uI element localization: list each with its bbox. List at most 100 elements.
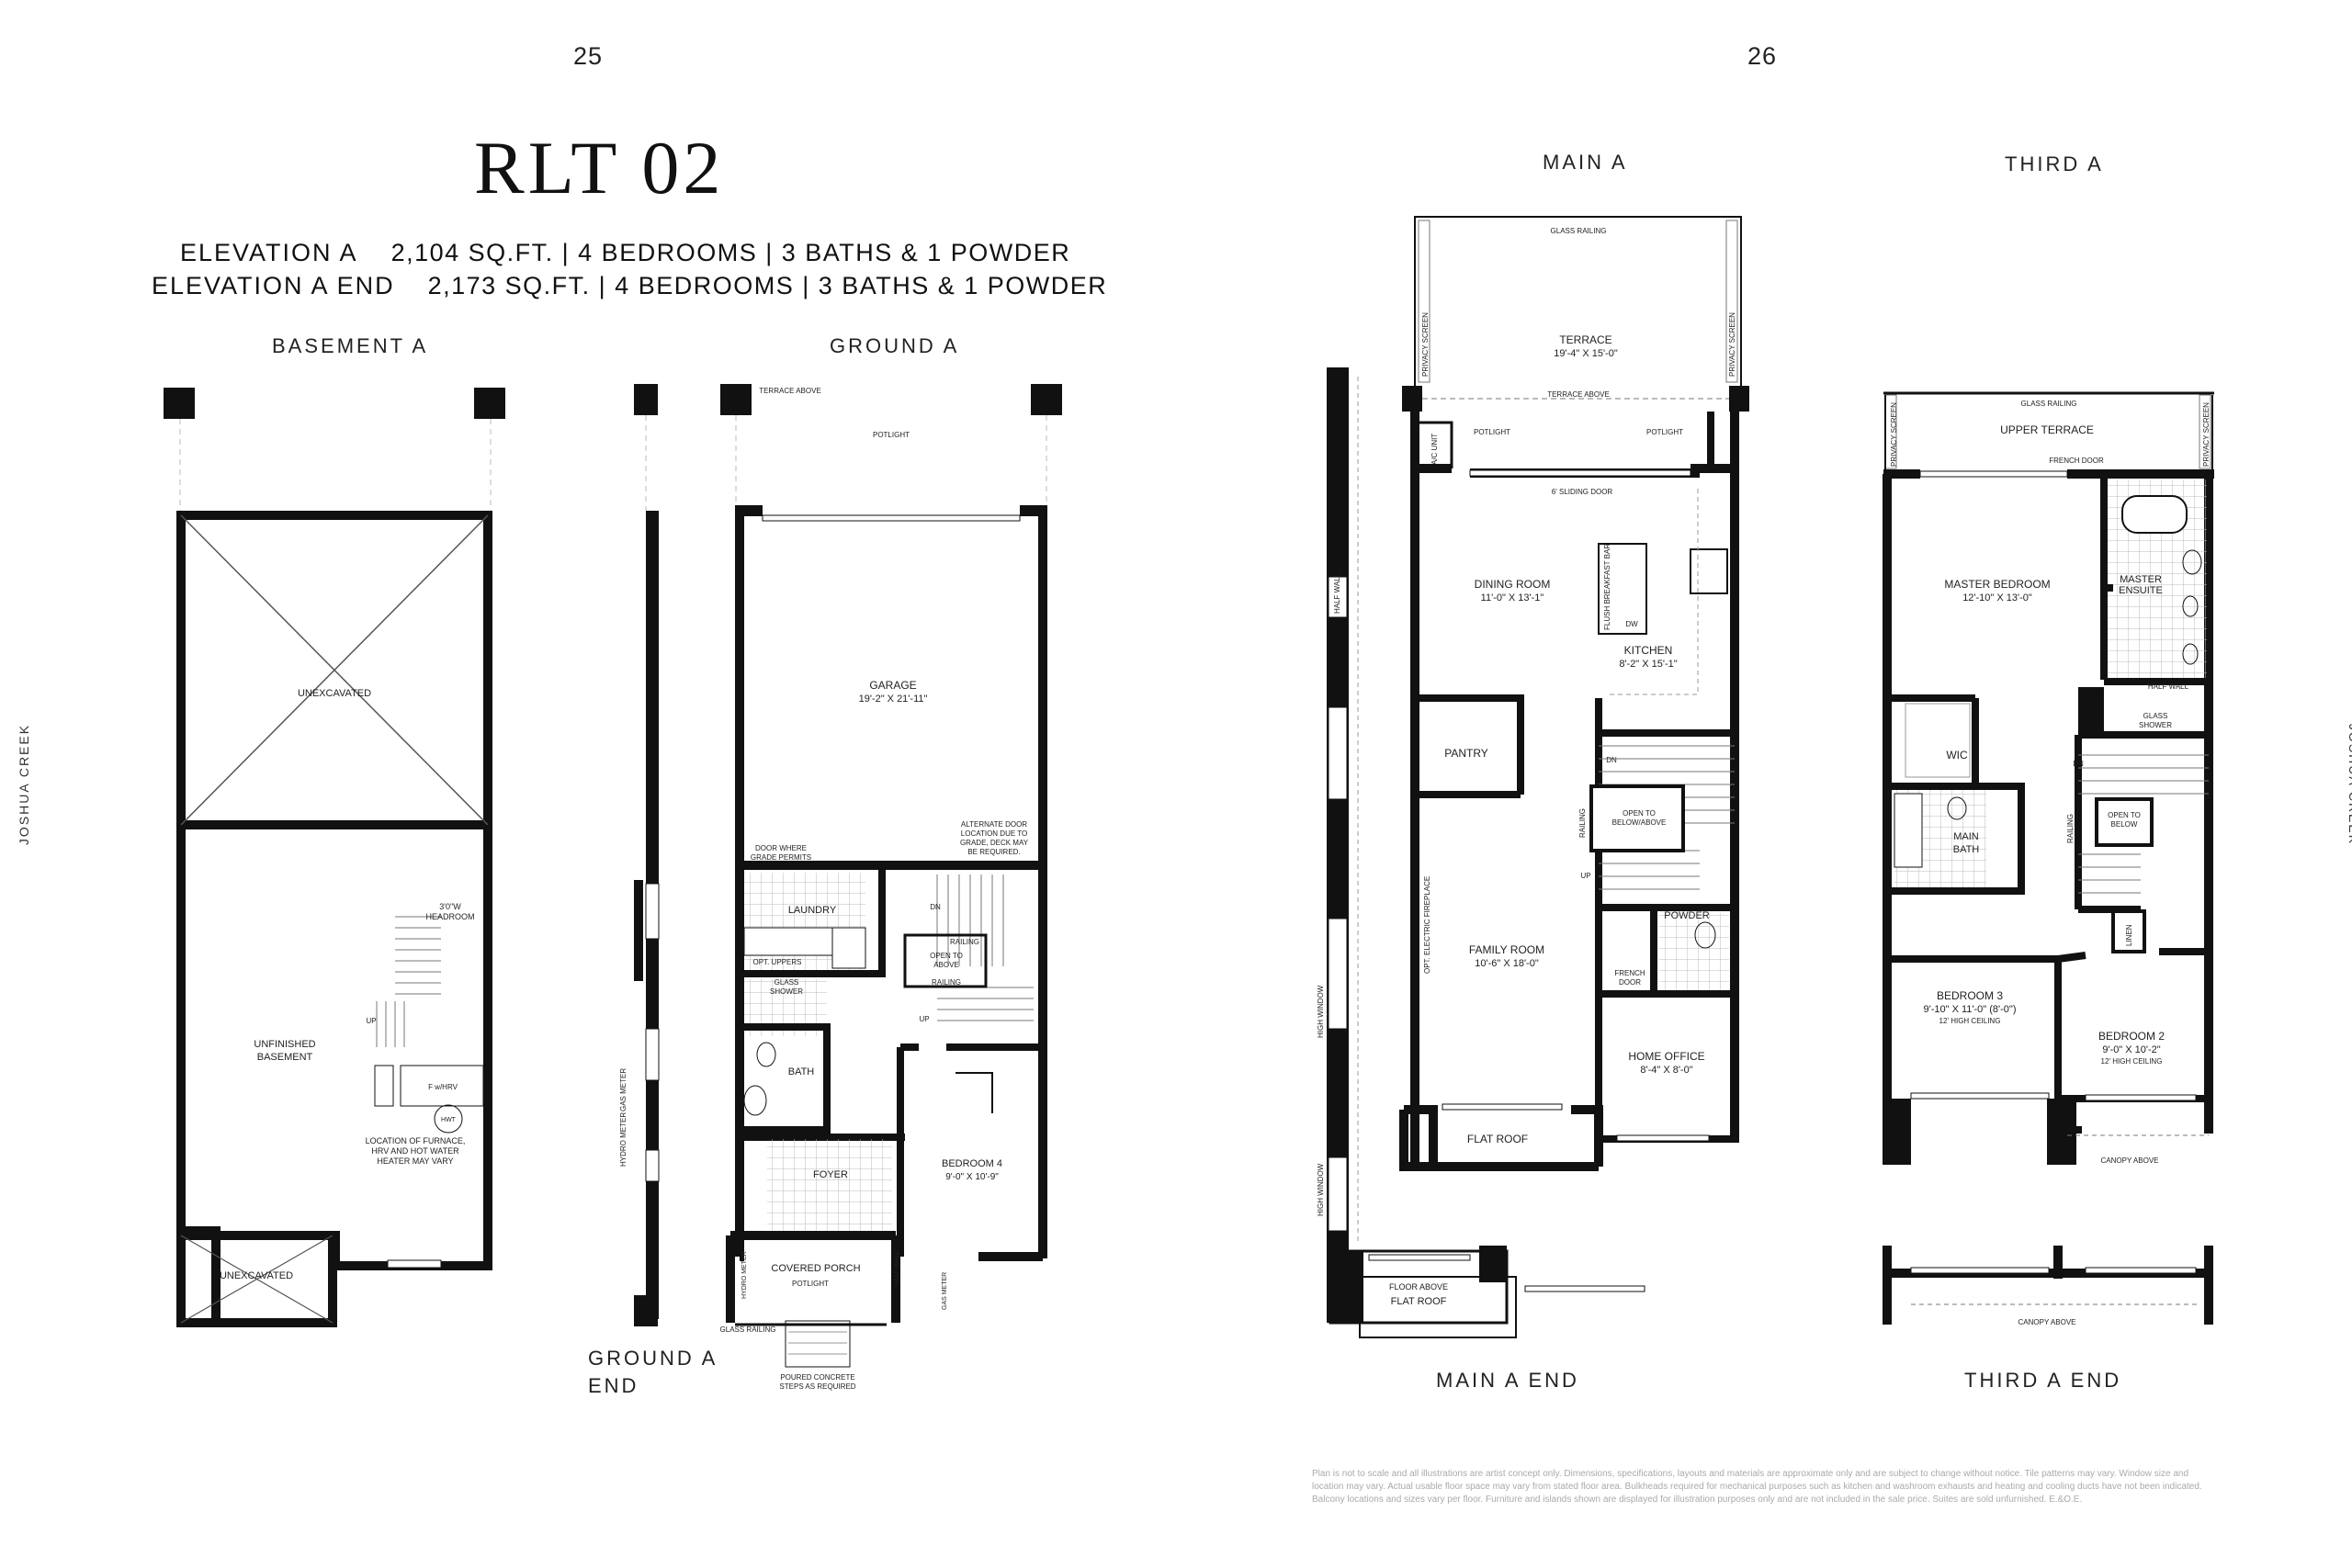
ground-up-label: UP xyxy=(919,1015,929,1023)
french-door-2: DOOR xyxy=(1619,978,1641,987)
level-label-main-end: MAIN A END xyxy=(1436,1369,1579,1392)
furnace-label: F w/HRV xyxy=(428,1083,458,1091)
third-half-wall: HALF WALL xyxy=(2148,682,2189,691)
bedroom3-label: BEDROOM 3 xyxy=(1937,989,2003,1002)
third-privacy-right: PRIVACY SCREEN xyxy=(2202,402,2211,467)
main-open-below-2: BELOW/ABOVE xyxy=(1612,818,1667,827)
basement-unexcavated-label: UNEXCAVATED xyxy=(298,688,371,699)
door-grade-2: GRADE PERMITS xyxy=(751,853,811,862)
third-privacy-left: PRIVACY SCREEN xyxy=(1890,402,1898,467)
ground-railing-1: RAILING xyxy=(950,938,979,946)
level-label-third-end: THIRD A END xyxy=(1964,1369,2122,1392)
ground-hydro-meter: HYDRO METER xyxy=(741,1251,748,1299)
ground-gas-meter: GAS METER xyxy=(942,1272,948,1310)
laundry-label: LAUNDRY xyxy=(788,905,837,916)
bedroom2-ceiling: 12' HIGH CEILING xyxy=(2101,1057,2163,1066)
elevation-a-end-spec: ELEVATION A END 2,173 SQ.FT. | 4 BEDROOM… xyxy=(152,272,1107,300)
alt-door-1: ALTERNATE DOOR xyxy=(961,820,1027,829)
poured-steps-2: STEPS AS REQUIRED xyxy=(779,1382,855,1391)
kitchen-dims: 8'-2" X 15'-1" xyxy=(1619,659,1677,670)
ground-railing-2: RAILING xyxy=(932,978,961,987)
dining-room-dims: 11'-0" X 13'-1" xyxy=(1481,592,1544,604)
bedroom4-dims: 9'-0" X 10'-9" xyxy=(945,1172,999,1182)
door-grade-1: DOOR WHERE xyxy=(755,844,807,852)
elevation-a-details: 2,104 SQ.FT. | 4 BEDROOMS | 3 BATHS & 1 … xyxy=(390,239,1071,266)
main-glass-railing: GLASS RAILING xyxy=(1551,227,1607,235)
headroom-label-1: 3'0"W xyxy=(439,902,461,911)
porch-glass-railing: GLASS RAILING xyxy=(720,1325,776,1334)
elevation-a-end-name: ELEVATION A END xyxy=(152,272,395,299)
unfinished-basement-label-2: BASEMENT xyxy=(257,1052,313,1063)
home-office-label: HOME OFFICE xyxy=(1628,1050,1704,1063)
dishwasher-label: DW xyxy=(1625,620,1638,628)
floor-above-label: FLOOR ABOVE xyxy=(1389,1282,1448,1292)
level-label-main: MAIN A xyxy=(1543,151,1628,174)
level-label-basement: BASEMENT A xyxy=(272,334,429,357)
powder-label: POWDER xyxy=(1664,910,1710,921)
ac-unit-label: A/C UNIT xyxy=(1430,434,1439,465)
main-flat-roof: FLAT ROOF xyxy=(1467,1133,1528,1145)
ground-plan xyxy=(720,384,1062,1368)
basement-up-label: UP xyxy=(366,1017,376,1025)
alt-door-2: LOCATION DUE TO xyxy=(961,829,1027,838)
privacy-screen-left: PRIVACY SCREEN xyxy=(1421,312,1430,377)
page-number-left: 25 xyxy=(573,42,604,70)
high-window-2: HIGH WINDOW xyxy=(1317,1163,1325,1216)
main-terrace-above: TERRACE ABOVE xyxy=(1547,390,1610,399)
kitchen-label: KITCHEN xyxy=(1624,644,1673,657)
family-room-label: FAMILY ROOM xyxy=(1469,943,1544,956)
level-label-ground-end: GROUND A xyxy=(588,1347,718,1370)
main-half-wall: HALF WALL xyxy=(1333,572,1341,614)
home-office-dims: 8'-4" X 8'-0" xyxy=(1640,1065,1692,1076)
level-label-ground-end-2: END xyxy=(588,1374,639,1397)
headroom-label-2: HEADROOM xyxy=(425,912,474,921)
third-glass-shower-2: SHOWER xyxy=(2139,721,2172,729)
basement-plan xyxy=(164,388,505,1327)
main-bath-1: MAIN xyxy=(1953,831,1979,842)
main-up-label: UP xyxy=(1580,872,1590,880)
main-railing: RAILING xyxy=(1578,808,1587,838)
master-bedroom-label: MASTER BEDROOM xyxy=(1944,578,2050,591)
furnace-note-1: LOCATION OF FURNACE, xyxy=(366,1136,466,1145)
hwt-label: HWT xyxy=(441,1117,457,1123)
level-label-third: THIRD A xyxy=(2005,152,2104,175)
third-dn-label: DN xyxy=(2073,760,2084,768)
unfinished-basement-label-1: UNFINISHED xyxy=(254,1039,315,1050)
master-ensuite-2: ENSUITE xyxy=(2119,585,2163,596)
small-unexcavated-label: UNEXCAVATED xyxy=(220,1270,293,1281)
ground-open-above-1: OPEN TO xyxy=(930,952,963,960)
elevation-a-name: ELEVATION A xyxy=(180,239,358,266)
third-end-canopy-above: CANOPY ABOVE xyxy=(2018,1318,2076,1326)
third-railing: RAILING xyxy=(2066,814,2075,843)
main-potlight-2: POTLIGHT xyxy=(1646,428,1683,436)
elevation-a-end-details: 2,173 SQ.FT. | 4 BEDROOMS | 3 BATHS & 1 … xyxy=(427,272,1108,299)
bedroom3-ceiling: 12' HIGH CEILING xyxy=(1939,1017,2001,1025)
furnace-note-2: HRV AND HOT WATER xyxy=(371,1146,459,1156)
alt-door-4: BE REQUIRED. xyxy=(967,848,1020,856)
disclaimer-text: Plan is not to scale and all illustratio… xyxy=(1312,1469,2202,1505)
main-potlight-1: POTLIGHT xyxy=(1474,428,1510,436)
main-bath-2: BATH xyxy=(1953,844,1980,855)
wic-label: WIC xyxy=(1946,749,1968,761)
alt-door-3: GRADE, DECK MAY xyxy=(960,839,1029,847)
bedroom4-label: BEDROOM 4 xyxy=(942,1158,1002,1169)
main-plan xyxy=(1327,216,1749,1338)
elevation-a-spec: ELEVATION A 2,104 SQ.FT. | 4 BEDROOMS | … xyxy=(180,239,1070,267)
bedroom2-dims: 9'-0" X 10'-2" xyxy=(2102,1044,2160,1055)
ground-end-plan xyxy=(634,384,660,1326)
main-dn-label: DN xyxy=(1606,756,1617,764)
opt-uppers-label: OPT. UPPERS xyxy=(753,958,802,966)
third-canopy-above: CANOPY ABOVE xyxy=(2101,1156,2159,1165)
linen-label: LINEN xyxy=(2125,924,2133,946)
garage-label: GARAGE xyxy=(869,679,916,692)
page-number-right: 26 xyxy=(1747,42,1778,70)
bedroom2-label: BEDROOM 2 xyxy=(2098,1030,2165,1043)
opt-fireplace-label: OPT. ELECTRIC FIREPLACE xyxy=(1423,876,1431,974)
dining-room-label: DINING ROOM xyxy=(1475,578,1551,591)
third-open-below-2: BELOW xyxy=(2111,820,2138,829)
garage-dims: 19'-2" X 21'-11" xyxy=(859,694,928,705)
ground-end-gas-meter: GAS METER xyxy=(619,1068,628,1111)
privacy-screen-right: PRIVACY SCREEN xyxy=(1728,312,1736,377)
ground-end-hydro-meter: HYDRO METER xyxy=(619,1112,628,1167)
master-bedroom-dims: 12'-10" X 13'-0" xyxy=(1962,592,2032,604)
